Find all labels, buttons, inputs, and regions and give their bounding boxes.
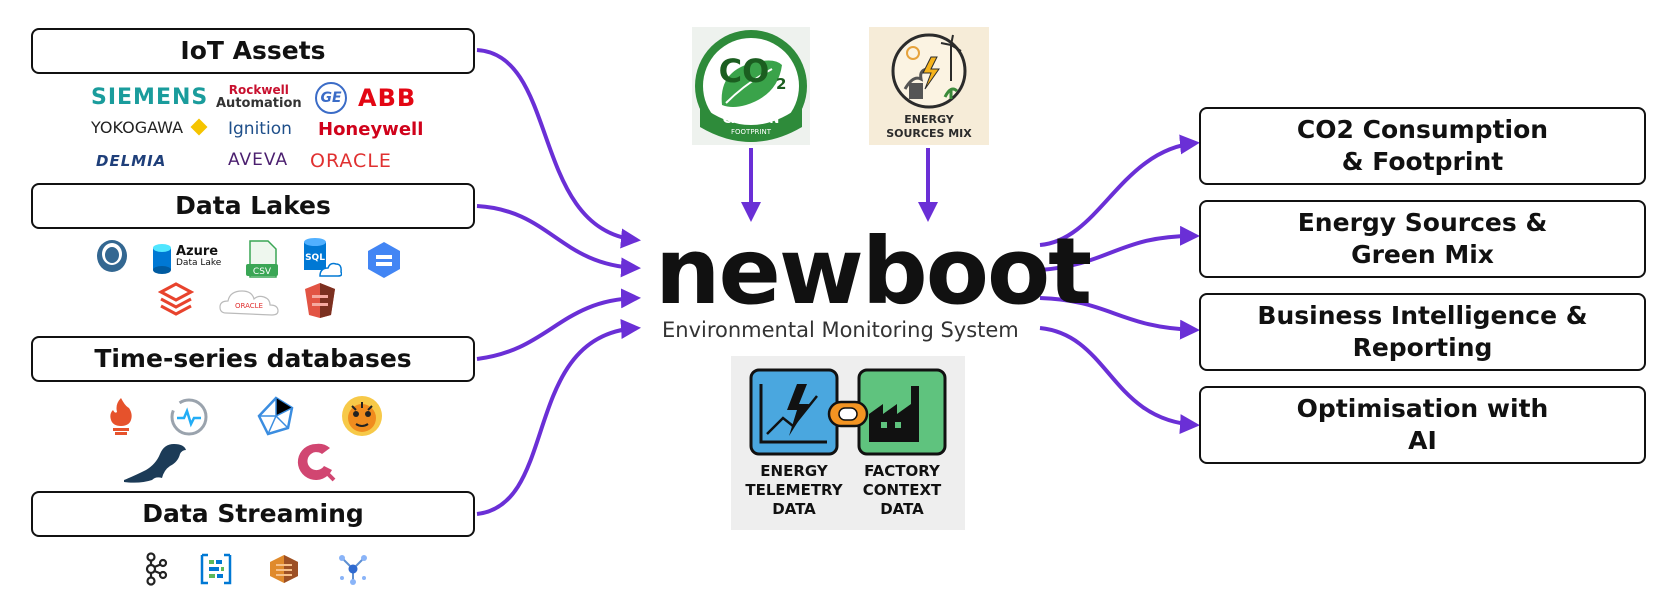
arrow-timeseries-to-center xyxy=(476,288,641,361)
co2-footprint-badge: CO 2 CARBON FOOTPRINT xyxy=(692,27,810,145)
data-lakes-box: Data Lakes xyxy=(31,183,475,229)
yokogawa-logo: YOKOGAWA xyxy=(91,118,184,137)
svg-text:FACTORY: FACTORY xyxy=(864,462,941,480)
svg-text:SQL: SQL xyxy=(305,253,325,263)
energy-sources-box: Energy Sources &Green Mix xyxy=(1199,200,1646,278)
svg-text:ORACLE: ORACLE xyxy=(235,302,263,310)
aveva-logo: AVEVA xyxy=(228,150,289,170)
azure-data-lake-icon xyxy=(153,244,171,274)
oracle-logo: ORACLE xyxy=(310,150,392,172)
rockwell-logo: Rockwell Automation xyxy=(216,83,302,111)
iot-assets-box: IoT Assets xyxy=(31,28,475,74)
arrow-streaming-to-center xyxy=(476,318,641,516)
siemens-logo: SIEMENS xyxy=(91,85,209,110)
ge-logo-icon: GE xyxy=(315,82,347,114)
svg-text:SOURCES MIX: SOURCES MIX xyxy=(886,127,972,140)
business-intelligence-box: Business Intelligence &Reporting xyxy=(1199,293,1646,371)
arrow-to-energy-output xyxy=(1039,225,1200,272)
svg-text:CARBON: CARBON xyxy=(723,112,780,126)
timescale-icon xyxy=(256,396,296,436)
delmia-logo: DELMIA xyxy=(96,152,167,170)
honeywell-logo: Honeywell xyxy=(318,119,424,140)
sql-database-icon: SQL xyxy=(302,238,342,280)
arrow-to-co2-output xyxy=(1039,134,1200,247)
newboot-logo: newboot xyxy=(655,218,1092,325)
csv-file-icon: CSV xyxy=(246,240,278,278)
arrow-iot-to-center xyxy=(476,48,641,249)
amazon-s3-icon xyxy=(303,281,337,319)
svg-text:2: 2 xyxy=(776,75,786,93)
svg-text:FOOTPRINT: FOOTPRINT xyxy=(731,128,772,136)
data-streaming-box: Data Streaming xyxy=(31,491,475,537)
svg-text:TELEMETRY: TELEMETRY xyxy=(745,481,843,499)
svg-text:DATA: DATA xyxy=(880,500,924,518)
co2-consumption-box: CO2 Consumption& Footprint xyxy=(1199,107,1646,185)
tdengine-tiger-icon xyxy=(340,394,384,438)
svg-text:CSV: CSV xyxy=(253,267,272,277)
arrow-lakes-to-center xyxy=(476,204,641,278)
questdb-icon xyxy=(294,440,338,484)
svg-text:ENERGY: ENERGY xyxy=(760,462,829,480)
kafka-icon xyxy=(142,552,168,586)
event-hubs-icon xyxy=(200,553,232,585)
arrow-to-ai-output xyxy=(1039,326,1200,435)
svg-text:CONTEXT: CONTEXT xyxy=(863,481,942,499)
abb-logo: ABB xyxy=(358,84,417,112)
kinesis-icon xyxy=(268,553,300,585)
oracle-cloud-icon: ORACLE xyxy=(218,287,280,317)
databricks-icon xyxy=(158,282,194,316)
ignition-logo: Ignition xyxy=(228,119,292,139)
newboot-tagline: Environmental Monitoring System xyxy=(662,318,1019,342)
influxdb-icon xyxy=(168,396,210,438)
energy-sources-mix-badge: ENERGY SOURCES MIX xyxy=(869,27,989,145)
postgresql-icon xyxy=(92,238,132,278)
google-cloud-storage-icon xyxy=(364,240,404,280)
arrow-to-bi-output xyxy=(1039,296,1200,340)
prometheus-icon xyxy=(106,396,136,436)
svg-text:DATA: DATA xyxy=(772,500,816,518)
pubsub-icon xyxy=(337,553,369,585)
time-series-box: Time-series databases xyxy=(31,336,475,382)
svg-text:CO: CO xyxy=(719,52,770,90)
azure-data-lake-label: Azure Data Lake xyxy=(176,244,222,269)
data-sources-card: ENERGY TELEMETRY DATA FACTORY CONTEXT DA… xyxy=(731,356,965,530)
mariadb-seal-icon xyxy=(122,440,188,486)
svg-text:ENERGY: ENERGY xyxy=(904,113,954,126)
